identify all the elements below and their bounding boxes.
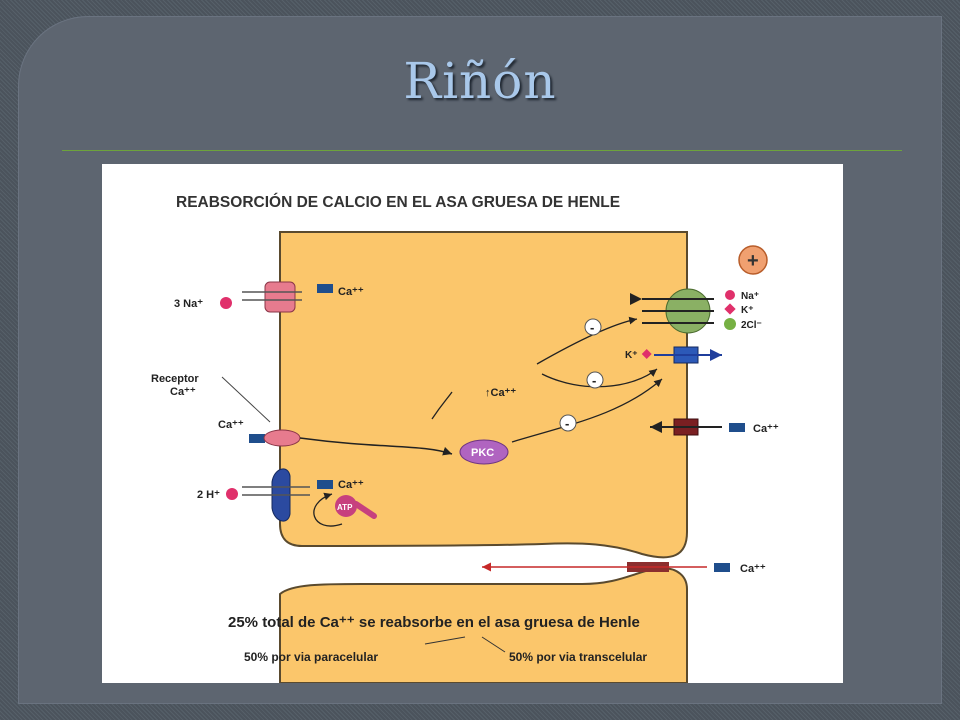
calcium-box [249,434,265,443]
paracellular-label: 50% por via paracelular [244,650,378,664]
diagram-heading: REABSORCIÓN DE CALCIO EN EL ASA GRUESA D… [176,193,620,211]
calcium-box [317,480,333,489]
sodium-dot [220,297,232,309]
sodium-dot [725,290,735,300]
calcium-reabsorption-diagram: REABSORCIÓN DE CALCIO EN EL ASA GRUESA D… [151,193,779,684]
proton-dot [226,488,238,500]
calcium-receptor [263,429,301,447]
minus-sign: - [590,320,594,335]
romk-k-label: K⁺ [625,350,638,361]
nkcc-na-label: Na⁺ [741,291,759,302]
calcium-box [317,284,333,293]
title-divider [62,150,902,151]
minus-badge [584,318,602,336]
plus-sign: + [747,250,759,272]
na-ca-exchanger [264,281,296,313]
adjacent-cell [279,566,688,684]
atp-label: ATP [337,503,353,512]
pkc-enzyme [459,439,509,465]
plus-icon [738,245,768,275]
intracellular-ca-label: ↑Ca⁺⁺ [485,387,516,399]
minus-sign: - [565,416,569,431]
chloride-dot [724,318,736,330]
receptor-label-2: Ca⁺⁺ [170,386,196,398]
calcium-box [729,423,745,432]
minus-badge [559,414,577,432]
atp-icon [335,495,357,517]
ca-pump-label: Ca⁺⁺ [338,286,364,298]
minus-sign: - [592,373,596,388]
tubular-cell [279,231,688,559]
ca-para-label: Ca⁺⁺ [740,563,766,575]
receptor-label: Receptor [151,373,199,385]
nkcc-cl-label: 2Cl⁻ [741,320,762,331]
ca-baso-label: Ca⁺⁺ [753,423,779,435]
minus-badge [586,371,604,389]
na3-label: 3 Na⁺ [174,298,203,310]
nkcc-k-label: K⁺ [741,305,754,316]
ca-receptor-label: Ca⁺⁺ [218,419,244,431]
ca-atp-label: Ca⁺⁺ [338,479,364,491]
h2-label: 2 H⁺ [197,489,220,501]
calcium-box [714,563,730,572]
diagram-figure: REABSORCIÓN DE CALCIO EN EL ASA GRUESA D… [102,164,843,684]
diagram-caption: 25% total de Ca⁺⁺ se reabsorbe en el asa… [228,614,640,631]
transcellular-label: 50% por via transcelular [509,650,647,664]
potassium-diamond [724,303,736,315]
pkc-label: PKC [471,447,494,459]
slide-title: Riñón [403,52,557,110]
